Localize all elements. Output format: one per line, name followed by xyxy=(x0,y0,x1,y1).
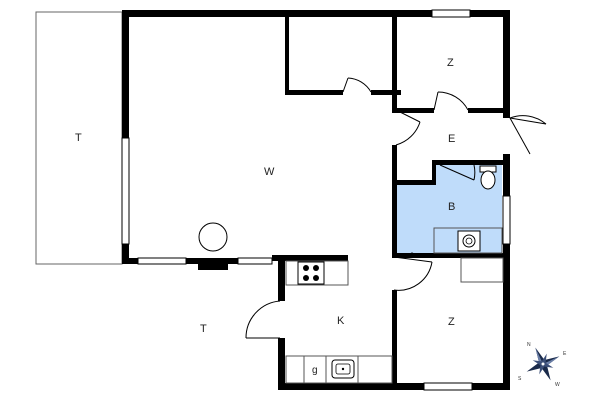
room-label-bathroom: B xyxy=(448,201,455,213)
room-label-terrace-south: T xyxy=(200,323,207,335)
room-label-bedroom-south: Z xyxy=(448,316,455,328)
compass-west: W xyxy=(555,382,560,388)
toilet-icon xyxy=(479,165,497,190)
room-label-terrace-west: T xyxy=(75,132,82,144)
compass-north: N xyxy=(527,342,531,348)
terrace-west-area xyxy=(35,11,123,265)
compass-east: E xyxy=(563,351,567,357)
floor-drain-icon xyxy=(410,252,414,256)
stove-icon xyxy=(297,261,325,285)
room-label-kitchen: K xyxy=(337,315,345,327)
room-label-entrance: E xyxy=(448,133,455,145)
walls xyxy=(122,10,510,390)
wardrobe xyxy=(460,257,504,283)
sink-icon xyxy=(331,359,355,379)
windows xyxy=(121,9,511,391)
room-label-living: W xyxy=(264,166,275,178)
washbasin-icon xyxy=(433,227,503,254)
compass-rose-icon: N E S W xyxy=(518,342,567,388)
bathroom-cutout xyxy=(396,162,432,184)
window-detail xyxy=(198,258,228,270)
room-label-bedroom-north: Z xyxy=(447,57,454,69)
bathroom-door-icon xyxy=(439,164,476,181)
door-swing-icon xyxy=(245,77,547,339)
compass-south: S xyxy=(518,376,522,382)
kitchen-counter-label: g xyxy=(312,365,318,376)
round-table-icon xyxy=(198,222,228,252)
